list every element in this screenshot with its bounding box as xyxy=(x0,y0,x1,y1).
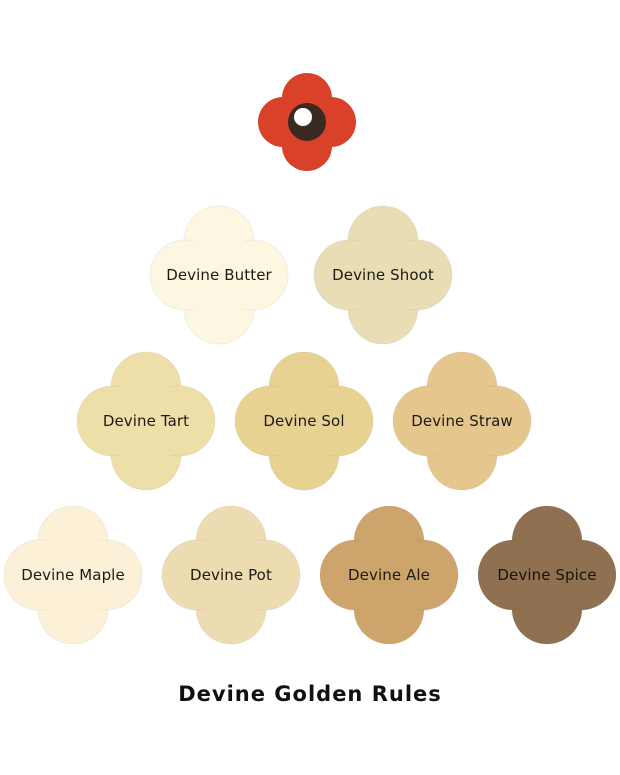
swatch-label: Devine Sol xyxy=(263,412,345,430)
swatch-label: Devine Ale xyxy=(348,566,430,584)
swatch-label: Devine Maple xyxy=(21,566,125,584)
color-swatch-devine-maple[interactable]: Devine Maple xyxy=(3,505,143,645)
quatrefoil-shape xyxy=(3,505,143,645)
color-swatch-devine-shoot[interactable]: Devine Shoot xyxy=(313,205,453,345)
quatrefoil-shape xyxy=(161,505,301,645)
quatrefoil-shape xyxy=(313,205,453,345)
quatrefoil-shape xyxy=(319,505,459,645)
swatch-label: Devine Pot xyxy=(190,566,272,584)
swatch-label: Devine Shoot xyxy=(332,266,434,284)
page-title: Devine Golden Rules xyxy=(178,682,442,706)
color-swatch-devine-spice[interactable]: Devine Spice xyxy=(477,505,617,645)
quatrefoil-shape xyxy=(234,351,374,491)
swatch-label: Devine Spice xyxy=(497,566,597,584)
color-swatch-devine-butter[interactable]: Devine Butter xyxy=(149,205,289,345)
quatrefoil-shape xyxy=(149,205,289,345)
swatch-label: Devine Straw xyxy=(411,412,513,430)
swatch-label: Devine Tart xyxy=(102,412,190,430)
quatrefoil-shape xyxy=(392,351,532,491)
color-swatch-devine-pot[interactable]: Devine Pot xyxy=(161,505,301,645)
color-swatch-devine-ale[interactable]: Devine Ale xyxy=(319,505,459,645)
color-swatch-devine-tart[interactable]: Devine Tart xyxy=(76,351,216,491)
swatch-label: Devine Butter xyxy=(166,266,272,284)
poppy-logo xyxy=(257,72,357,172)
color-swatch-devine-sol[interactable]: Devine Sol xyxy=(234,351,374,491)
quatrefoil-shape xyxy=(477,505,617,645)
quatrefoil-shape xyxy=(76,351,216,491)
color-swatch-devine-straw[interactable]: Devine Straw xyxy=(392,351,532,491)
